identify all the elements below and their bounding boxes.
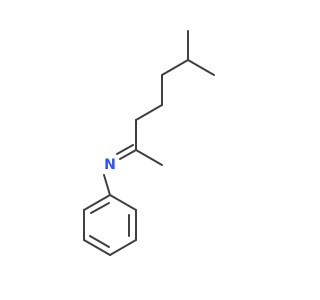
bond-c8-c7a bbox=[187, 59, 215, 76]
bond-n-phenyl bbox=[103, 174, 111, 196]
atom-label-nitrogen: N bbox=[104, 157, 116, 173]
bond-c3-methyl bbox=[135, 149, 163, 166]
bond-ring-1 bbox=[109, 194, 137, 211]
bond-ring-3 bbox=[109, 239, 137, 256]
bond-ring-inner-2 bbox=[89, 235, 110, 248]
bond-ring-6 bbox=[83, 194, 111, 211]
molecule-structure: N bbox=[83, 30, 215, 256]
bond-c5-c4 bbox=[135, 104, 163, 121]
bond-ring-4 bbox=[83, 239, 111, 256]
bond-c3-n-double-a bbox=[119, 149, 137, 160]
bond-ring-inner-3 bbox=[90, 202, 110, 214]
bond-c7-c6 bbox=[161, 59, 189, 76]
bond-c3-n-double-b bbox=[116, 144, 134, 155]
